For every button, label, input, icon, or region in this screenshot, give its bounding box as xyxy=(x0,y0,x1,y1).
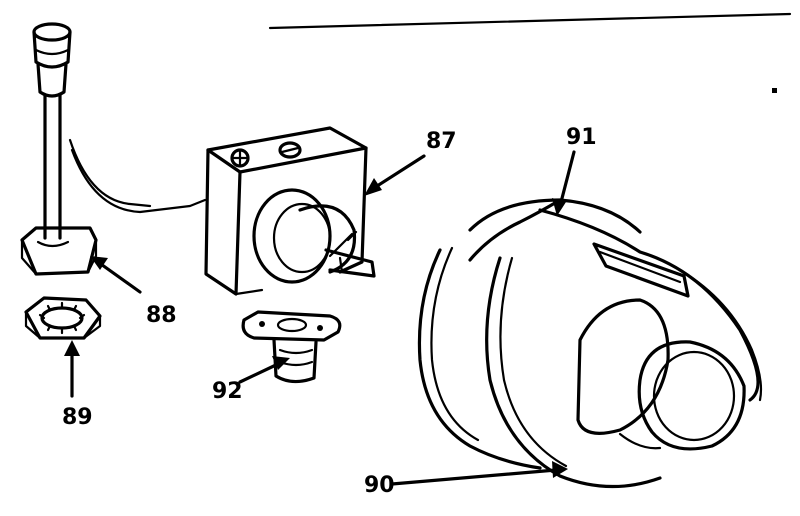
arrowhead-92 xyxy=(272,356,290,370)
label-89: 89 xyxy=(62,405,93,430)
arrow-91 xyxy=(558,150,576,208)
arrow-88 xyxy=(96,260,142,294)
label-88: 88 xyxy=(146,303,177,328)
arrow-90 xyxy=(390,468,558,486)
label-92: 92 xyxy=(212,379,243,404)
arrowhead-88 xyxy=(90,256,108,270)
top-rule xyxy=(268,12,792,30)
part-91-ring-gasket xyxy=(417,198,642,470)
part-88-thermocouple xyxy=(20,22,207,276)
arrowhead-91 xyxy=(552,198,566,216)
arrow-92 xyxy=(238,362,280,384)
arrowhead-89 xyxy=(64,340,80,356)
label-91: 91 xyxy=(566,125,597,150)
arrowhead-90 xyxy=(552,461,568,478)
leader-arrows xyxy=(64,150,576,486)
part-87-control-valve xyxy=(204,126,376,296)
label-90: 90 xyxy=(364,473,395,498)
part-92-mounting-bracket xyxy=(241,310,342,384)
arrowhead-87 xyxy=(364,178,382,196)
part-90-burner-head xyxy=(485,208,763,489)
part-89-hex-nut xyxy=(24,296,102,340)
corner-mark xyxy=(772,88,777,93)
arrow-87 xyxy=(372,154,426,190)
label-87: 87 xyxy=(426,129,457,154)
